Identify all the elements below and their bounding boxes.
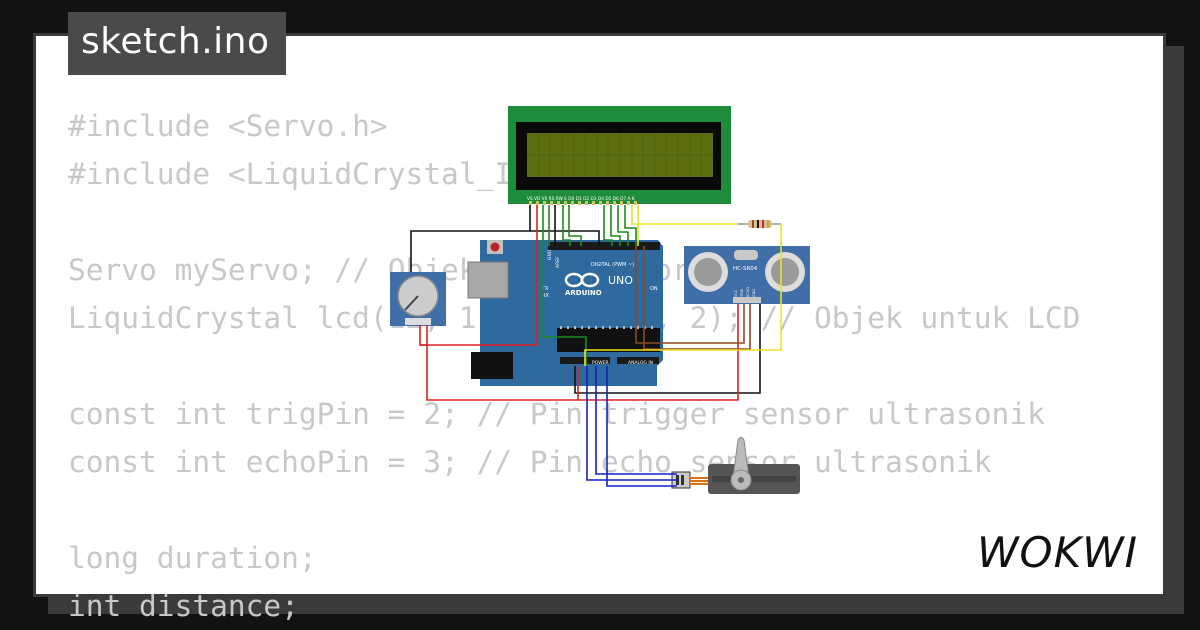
reset-button[interactable] [490, 242, 500, 252]
wires [410, 205, 782, 487]
code-line: #include <Servo.h> [68, 109, 388, 143]
atmega-chip [557, 328, 660, 352]
sensor-pin-gnd: GND [752, 289, 756, 297]
on-label: ON [650, 286, 658, 292]
rx-label: RX [542, 293, 549, 299]
sensor-pin-echo: ECHO [746, 287, 750, 297]
potentiometer-indicator [404, 295, 419, 311]
tx-label: TX [541, 286, 549, 292]
board-brand: ARDUINO [565, 289, 602, 297]
wire-black-lcd-pot [410, 205, 531, 272]
code-line: const int trigPin = 2; // Pin trigger se… [68, 397, 1045, 431]
lcd-char-grid [527, 133, 713, 177]
gnd-label: GND [547, 249, 553, 260]
lcd-pins [529, 201, 637, 205]
wire-black-sensor-gnd [574, 304, 761, 394]
code-preview: #include <Servo.h>#include <LiquidCrysta… [68, 102, 1136, 623]
analog-label: ANALOG IN [628, 360, 653, 366]
analog-header [617, 357, 659, 364]
power-jack [471, 352, 513, 379]
wire-green-contrast [542, 205, 587, 366]
usb-port [467, 261, 509, 299]
code-line: int distance; [68, 589, 299, 623]
servo-horn[interactable] [732, 437, 750, 479]
sensor-model: HC-SR04 [733, 266, 758, 272]
lcd-pin-labels: VS VD V0 RS RW E D0 D1 D2 D3 D4 D5 D6 D7… [527, 196, 635, 202]
power-label: POWER [592, 360, 609, 366]
wire-yellow-backlight [631, 205, 738, 225]
potentiometer[interactable] [390, 272, 446, 326]
file-tab[interactable]: sketch.ino [68, 12, 286, 75]
wokwi-logo-text: WOKWI [977, 528, 1138, 577]
arduino-uno-board[interactable]: DIGITAL (PWM ~) GND AREF UNO ARDUINO TX … [467, 240, 663, 386]
sensor-pin-trig: TRIG [740, 288, 744, 298]
potentiometer-pins [405, 318, 431, 325]
resistor-icon[interactable] [738, 220, 781, 228]
aref-label: AREF [555, 256, 561, 268]
sensor-mesh-left [694, 258, 722, 286]
sensor-mesh-right [771, 258, 799, 286]
wire-brown-echo [643, 246, 751, 350]
wire-blue-servo-vcc [595, 366, 677, 475]
wire-blue-servo-gnd [586, 366, 677, 481]
servo-motor[interactable] [671, 437, 800, 495]
wokwi-logo: WOKWI [977, 528, 1138, 577]
sensor-pin-vcc: VCC [734, 289, 738, 297]
lcd-display[interactable]: VS VD V0 RS RW E D0 D1 D2 D3 D4 D5 D6 D7… [508, 106, 731, 205]
wire-blue-servo-signal [606, 366, 677, 487]
sensor-pin-header [733, 297, 761, 303]
digital-header [548, 242, 660, 250]
infinity-icon [564, 272, 600, 288]
ultrasonic-sensor[interactable]: HC-SR04 VCC TRIG ECHO GND [684, 246, 810, 304]
wire-red-sensor-vcc [420, 304, 739, 401]
board-model: UNO [608, 274, 633, 287]
sensor-crystal [734, 250, 758, 260]
wire-brown-trig [635, 246, 745, 344]
code-line: long duration; [68, 541, 317, 575]
wire-red-lcd-vdd [419, 205, 538, 346]
chip-pins [560, 326, 653, 329]
digital-label: DIGITAL (PWM ~) [591, 262, 634, 268]
file-tab-label: sketch.ino [81, 21, 270, 62]
